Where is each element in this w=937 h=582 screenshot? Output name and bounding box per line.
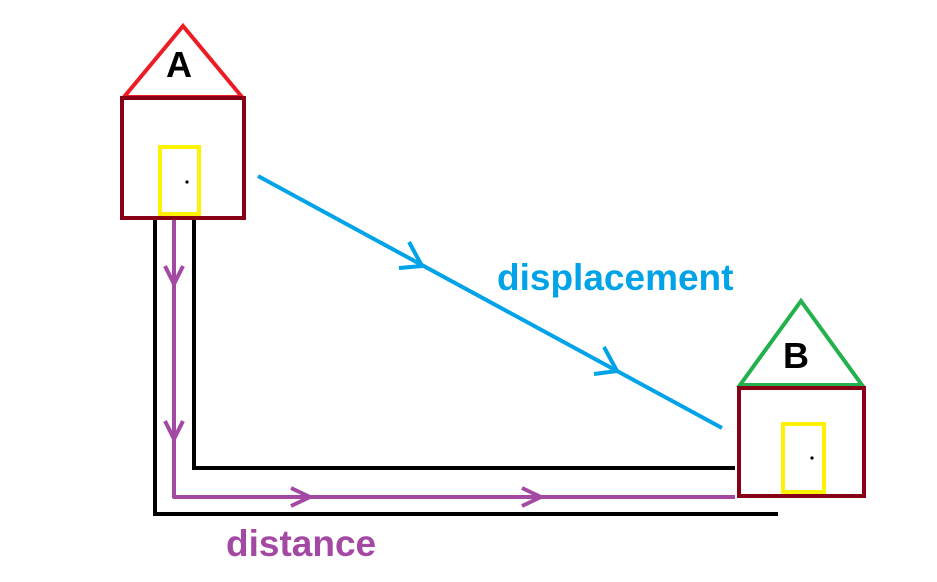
distance-path [163,218,735,508]
house-a-wall [120,96,246,220]
displacement-arrowhead [398,241,424,270]
displacement-label: displacement [497,257,733,298]
house-b-doorknob [810,456,814,460]
house-b: B [736,297,866,498]
house-b-label: B [783,335,809,376]
distance-label: distance [226,523,376,564]
house-b-wall [737,386,866,498]
house-a-doorknob [185,180,189,184]
road-inner-edge [192,218,735,470]
distance-arrowhead [290,486,312,508]
house-b-door [781,422,826,494]
displacement-path [257,174,723,430]
distance-line [172,218,735,499]
distance-arrowhead [163,420,185,441]
house-a: A [119,22,247,220]
road [153,218,778,516]
road-outer-edge [153,218,778,516]
displacement-arrowhead [593,346,619,376]
house-b-roof [736,297,866,387]
house-a-label: A [166,44,192,85]
distance-arrowhead [521,486,543,508]
distance-arrowhead [163,265,185,286]
displacement-line [257,174,723,430]
house-a-door [158,145,201,216]
